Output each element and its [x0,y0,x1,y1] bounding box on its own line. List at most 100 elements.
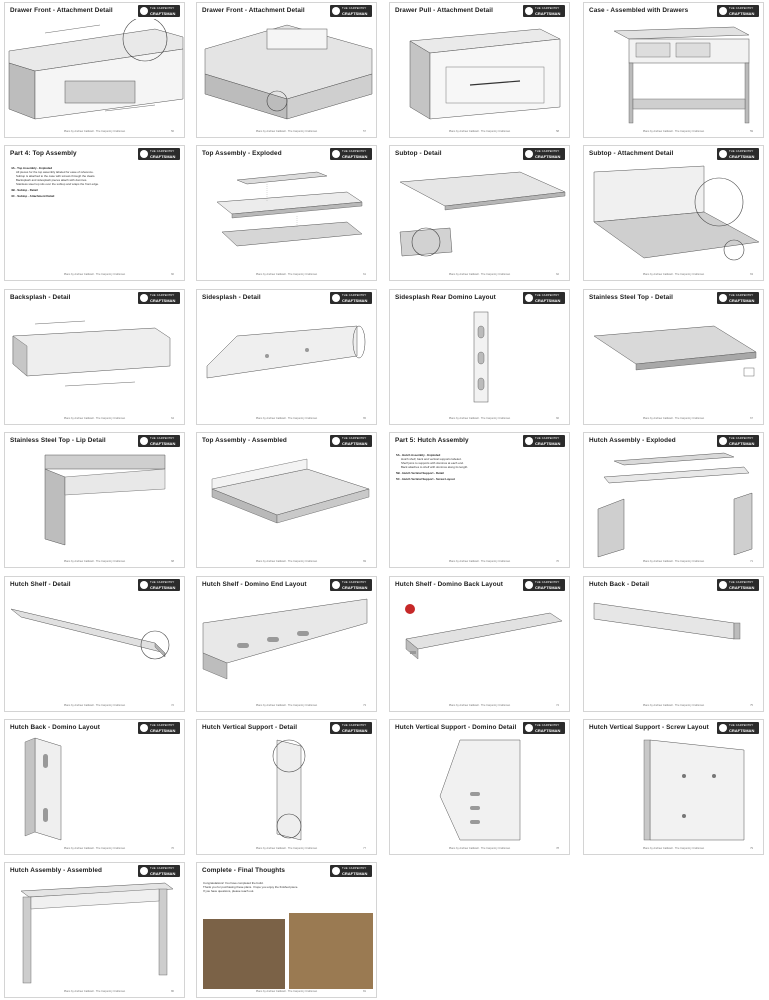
page-title: Hutch Shelf - Domino End Layout [202,581,307,588]
case-drawing [613,26,750,124]
logo-icon [332,724,340,732]
logo-icon [525,294,533,302]
logo-icon [140,867,148,875]
page-hutch-shelf-domino-back: Hutch Shelf - Domino Back Layout THE CAR… [389,576,570,712]
page-drawer-front-attachment-1: Drawer Front - Attachment Detail THE CAR… [4,2,185,138]
logo-icon [140,581,148,589]
page-title: Sidesplash Rear Domino Layout [395,294,496,301]
page-title: Backsplash - Detail [10,294,71,301]
subtop-drawing [399,171,566,257]
page-title: Subtop - Detail [395,150,442,157]
page-title: Top Assembly - Assembled [202,437,287,444]
hutch-exploded-drawing [597,452,753,558]
page-hutch-shelf-domino-end: Hutch Shelf - Domino End Layout THE CARP… [196,576,377,712]
domino-layout-drawing [473,311,489,403]
lip-detail-drawing [44,454,166,546]
page-title: Drawer Front - Attachment Detail [202,7,305,14]
page-title: Case - Assembled with Drawers [589,7,689,14]
finished-piece-photo-left [203,919,285,989]
page-title: Hutch Shelf - Detail [10,581,71,588]
logo-icon [719,437,727,445]
instruction-text: 4A - Top Assembly - Exploded All pieces … [11,165,99,198]
logo-icon [719,7,727,15]
page-title: Hutch Assembly - Assembled [10,867,102,874]
vertical-support-drawing [272,739,306,841]
page-drawer-pull-attachment: Drawer Pull - Attachment Detail THE CARP… [389,2,570,138]
logo-icon [140,150,148,158]
page-stainless-top-detail: Stainless Steel Top - Detail THE CARPENT… [583,289,764,425]
page-title: Hutch Back - Detail [589,581,650,588]
page-stainless-lip-detail: Stainless Steel Top - Lip Detail THE CAR… [4,432,185,568]
page-title: Complete - Final Thoughts [202,867,286,874]
page-title: Sidesplash - Detail [202,294,261,301]
stainless-top-drawing [593,325,757,377]
page-title: Hutch Vertical Support - Screw Layout [589,724,709,731]
logo-icon [525,7,533,15]
page-hutch-vertical-screw: Hutch Vertical Support - Screw Layout TH… [583,719,764,855]
page-drawer-front-attachment-2: Drawer Front - Attachment Detail THE CAR… [196,2,377,138]
domino-end-drawing [202,598,368,680]
page-title: Hutch Shelf - Domino Back Layout [395,581,503,588]
page-title: Stainless Steel Top - Detail [589,294,674,301]
logo-icon [140,7,148,15]
page-sidesplash-domino: Sidesplash Rear Domino Layout THE CARPEN… [389,289,570,425]
logo-icon [332,294,340,302]
page-title: Hutch Assembly - Exploded [589,437,676,444]
page-title: Hutch Vertical Support - Domino Detail [395,724,517,731]
page-title: Top Assembly - Exploded [202,150,282,157]
page-title: Hutch Back - Domino Layout [10,724,100,731]
top-assembled-drawing [211,458,370,524]
page-title: Part 4: Top Assembly [10,150,77,157]
screw-layout-drawing [643,739,745,841]
domino-back-drawing [405,604,563,660]
page-title: Subtop - Attachment Detail [589,150,674,157]
finished-piece-photo-right [289,913,373,989]
page-hutch-back-domino: Hutch Back - Domino Layout THE CARPENTRY… [4,719,185,855]
logo-icon [140,724,148,732]
drawer-pull-drawing [409,28,561,120]
logo-icon [719,150,727,158]
page-hutch-vertical-domino: Hutch Vertical Support - Domino Detail T… [389,719,570,855]
warning-icon [405,604,415,614]
final-text: Congratulations! You have completed the … [203,881,299,894]
logo-icon [525,150,533,158]
page-title: Part 5: Hutch Assembly [395,437,469,444]
logo-icon [525,581,533,589]
page-title: Stainless Steel Top - Lip Detail [10,437,106,444]
page-title: Hutch Vertical Support - Detail [202,724,298,731]
logo-icon [332,150,340,158]
sidesplash-drawing [206,325,366,379]
hutch-shelf-drawing [10,608,170,660]
